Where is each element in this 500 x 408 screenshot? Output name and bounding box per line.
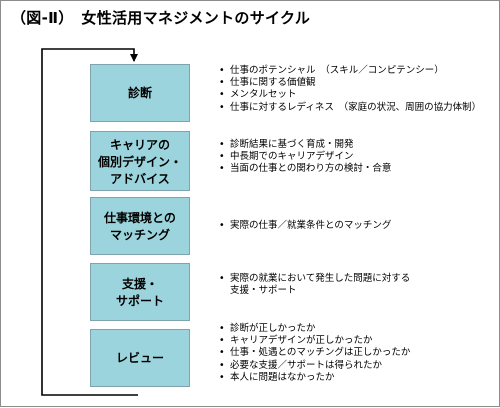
bullet-item: 診断が正しかったか (219, 323, 410, 335)
bullet-item: 当面の仕事との関わり方の検討・合意 (219, 163, 391, 175)
bullet-item: 必要な支援／サポートは得られたか (219, 360, 410, 372)
step-support-label: 支援・ サポート (115, 277, 164, 308)
bullet-item: 本人に問題はなかったか (219, 372, 410, 384)
step-career-design-label: キャリアの 個別デザイン・ アドバイス (97, 138, 182, 186)
bullet-item: 仕事に対するレディネス （家庭の状況、周囲の協力体制） (219, 102, 481, 114)
diagram-title: （図-Ⅱ） 女性活用マネジメントのサイクル (11, 9, 311, 27)
step-work-matching-box: 仕事環境との マッチング (90, 197, 190, 255)
step-work-matching-bullets: 実際の仕事／就業条件とのマッチング (219, 220, 391, 232)
step-support-bullets: 実際の就業において発生した問題に対する 支援・サポート (219, 273, 410, 297)
step-career-design-box: キャリアの 個別デザイン・ アドバイス (90, 131, 190, 191)
bullet-item: 実際の就業において発生した問題に対する 支援・サポート (219, 273, 410, 297)
step-work-matching-label: 仕事環境との マッチング (104, 211, 176, 242)
step-review-bullets: 診断が正しかったか キャリアデザインが正しかったか 仕事・処遇とのマッチングは正… (219, 323, 410, 384)
bullet-item: 仕事・処遇とのマッチングは正しかったか (219, 347, 410, 359)
bullet-item: 診断結果に基づく育成・開発 (219, 139, 391, 151)
step-diagnosis-label: 診断 (127, 86, 152, 100)
step-review-box: レビュー (90, 329, 190, 387)
bullet-item: メンタルセット (219, 89, 481, 101)
step-diagnosis-box: 診断 (90, 64, 190, 122)
step-career-design-bullets: 診断結果に基づく育成・開発 中長期でのキャリアデザイン 当面の仕事との関わり方の… (219, 139, 391, 176)
bullet-item: キャリアデザインが正しかったか (219, 335, 410, 347)
bullet-item: 仕事に関する価値観 (219, 77, 481, 89)
step-diagnosis-bullets: 仕事のポテンシャル （スキル／コンピテンシー） 仕事に関する価値観 メンタルセッ… (219, 65, 481, 114)
bullet-item: 実際の仕事／就業条件とのマッチング (219, 220, 391, 232)
step-review-label: レビュー (115, 351, 164, 365)
step-support-box: 支援・ サポート (90, 263, 190, 321)
bullet-item: 中長期でのキャリアデザイン (219, 151, 391, 163)
bullet-item: 仕事のポテンシャル （スキル／コンピテンシー） (219, 65, 481, 77)
